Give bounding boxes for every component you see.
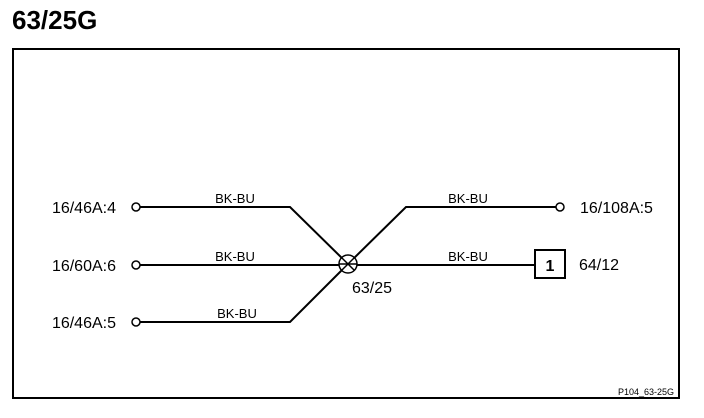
connector-box: 1 — [534, 249, 566, 279]
splice-icon — [338, 254, 358, 274]
wire-color-label: BK-BU — [217, 306, 257, 321]
terminal-label: 16/108A:5 — [580, 200, 653, 217]
wire-color-label: BK-BU — [215, 191, 255, 206]
terminal-label: 16/60A:6 — [52, 258, 116, 275]
connector-box-number: 1 — [546, 258, 555, 275]
wire-color-label: BK-BU — [215, 249, 255, 264]
reference-code: P104_63-25G — [618, 387, 674, 397]
page-title: 63/25G — [12, 5, 98, 35]
wire-color-label: BK-BU — [448, 249, 488, 264]
terminal-label: 16/46A:5 — [52, 315, 116, 332]
wire-color-label: BK-BU — [448, 191, 488, 206]
diagram-frame — [12, 48, 680, 399]
terminal-node — [131, 317, 141, 327]
wire-left-1 — [131, 202, 349, 265]
terminal-label: 64/12 — [579, 257, 619, 274]
terminal-node — [555, 202, 565, 212]
wire-left-2 — [131, 260, 348, 270]
terminal-node — [131, 202, 141, 212]
terminal-node — [131, 260, 141, 270]
wire-left-3 — [131, 263, 349, 327]
splice-label: 63/25 — [352, 280, 392, 297]
wire-right-1 — [347, 202, 565, 265]
terminal-label: 16/46A:4 — [52, 200, 116, 217]
